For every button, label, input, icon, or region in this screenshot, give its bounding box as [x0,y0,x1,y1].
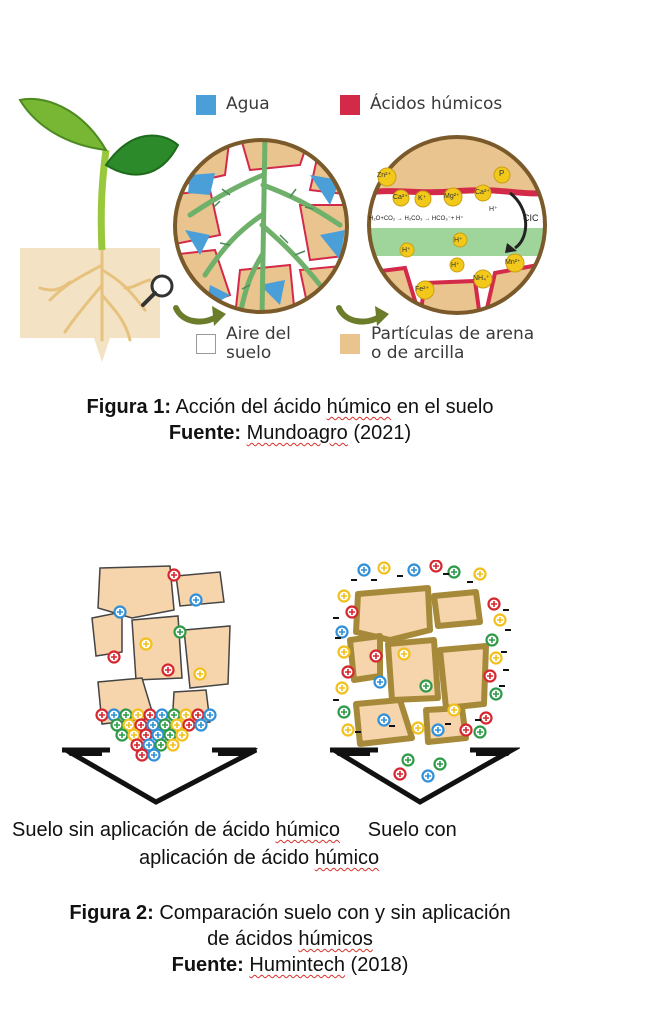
ion-marker [166,738,180,752]
ion-label-mn: Mn²⁺ [505,259,521,266]
cic-label: CIC [523,213,539,223]
ion-marker [369,649,383,663]
ion-marker [407,563,421,577]
ion-marker [154,738,168,752]
legend-swatch-water [196,95,216,115]
ion-marker [459,723,473,737]
ion-marker [337,645,351,659]
ion-marker [147,748,161,762]
ion-marker [337,705,351,719]
ion-marker [345,605,359,619]
arrow-icon [336,305,389,326]
ion-marker [194,718,208,732]
soil-without-humic-acid [62,565,258,805]
ion-marker [393,767,407,781]
figure-1: Zn²⁺ P Ca²⁺ K⁺ Mg²⁺ Ca²⁺ H₂O+CO₂ → H₂CO₃… [0,0,646,460]
reaction-equation: H₂O+CO₂ → H₂CO₃ → HCO₃⁻+ H⁺ [369,216,464,222]
source-label: Fuente: [168,422,242,444]
ion-marker [146,718,160,732]
ion-marker [337,589,351,603]
ion-label-fe: Fe²⁺ [415,286,430,293]
ion-marker [115,728,129,742]
ion-marker [433,757,447,771]
ion-marker [419,679,433,693]
ion-marker [203,708,217,722]
figure-2-caption: Figura 2: Comparación suelo con y sin ap… [69,902,511,976]
legend-label-particles: Partículas de arena o de arcilla [371,324,535,363]
ion-marker [431,723,445,737]
ion-marker [182,718,196,732]
ion-marker [479,711,493,725]
ion-label-k: K⁺ [418,195,427,202]
ion-marker [401,753,415,767]
ion-label-ca: Ca²⁺ [475,189,490,196]
ion-marker [489,687,503,701]
ion-marker [173,625,187,639]
ion-marker [483,669,497,683]
ion-marker [95,708,109,722]
ion-marker [113,605,127,619]
legend-label-water: Agua [226,94,270,114]
ion-marker [161,663,175,677]
ion-marker [193,667,207,681]
figure-2: Suelo sin aplicación de ácido húmico Sue… [0,540,646,1024]
ion-marker [447,703,461,717]
ion-marker [335,625,349,639]
ion-marker [411,721,425,735]
caption-label: Figura 1: [86,396,171,418]
ion-label-h: H⁺ [489,206,498,213]
ion-label-mg: Mg²⁺ [444,193,460,200]
ion-marker [493,613,507,627]
ion-marker [189,593,203,607]
ion-marker [421,769,435,783]
soil-cross-section [173,138,349,314]
legend-swatch-particles [340,334,360,354]
legend-label-soil-air: Aire del suelo [226,324,291,363]
ion-marker [357,563,371,577]
ion-marker [377,561,391,575]
ion-marker [139,637,153,651]
ion-label-nh: NH₄⁺ [473,275,490,282]
ion-marker [447,565,461,579]
soil-with-humic-acid [330,560,520,805]
ion-marker [487,597,501,611]
ion-marker [397,647,411,661]
ion-marker [485,633,499,647]
figure-2-description: Suelo sin aplicación de ácido húmico Sue… [12,819,457,869]
ion-marker [335,681,349,695]
ion-label-zn: Zn²⁺ [377,172,392,179]
caption-label: Figura 2: [69,902,154,924]
ion-label-h: H⁺ [454,237,463,244]
ion-marker [429,560,443,573]
humic-zoom-circle: Zn²⁺ P Ca²⁺ K⁺ Mg²⁺ Ca²⁺ H₂O+CO₂ → H₂CO₃… [365,133,549,317]
ion-marker [373,675,387,689]
ion-label-h: H⁺ [402,247,411,254]
ion-marker [167,708,181,722]
ion-label-p: P [499,169,505,178]
source-label: Fuente: [171,954,244,976]
ion-marker [135,748,149,762]
ion-marker [175,728,189,742]
ion-marker [473,725,487,739]
legend-swatch-soil-air [196,334,216,354]
figure-1-caption: Figura 1: Acción del ácido húmico en el … [86,396,494,444]
ion-marker [341,723,355,737]
ion-label-h: H⁺ [451,262,460,269]
magnifier-icon [141,274,174,307]
plant-illustration [18,97,180,362]
legend-swatch-humic-acids [340,95,360,115]
ion-marker [473,567,487,581]
arrow-icon [173,305,226,326]
ion-marker [341,665,355,679]
ion-marker [107,650,121,664]
legend-label-humic-acids: Ácidos húmicos [370,94,503,114]
ion-marker [489,651,503,665]
ion-marker [167,568,181,582]
ion-marker [377,713,391,727]
ion-label-ca: Ca²⁺ [393,194,408,201]
